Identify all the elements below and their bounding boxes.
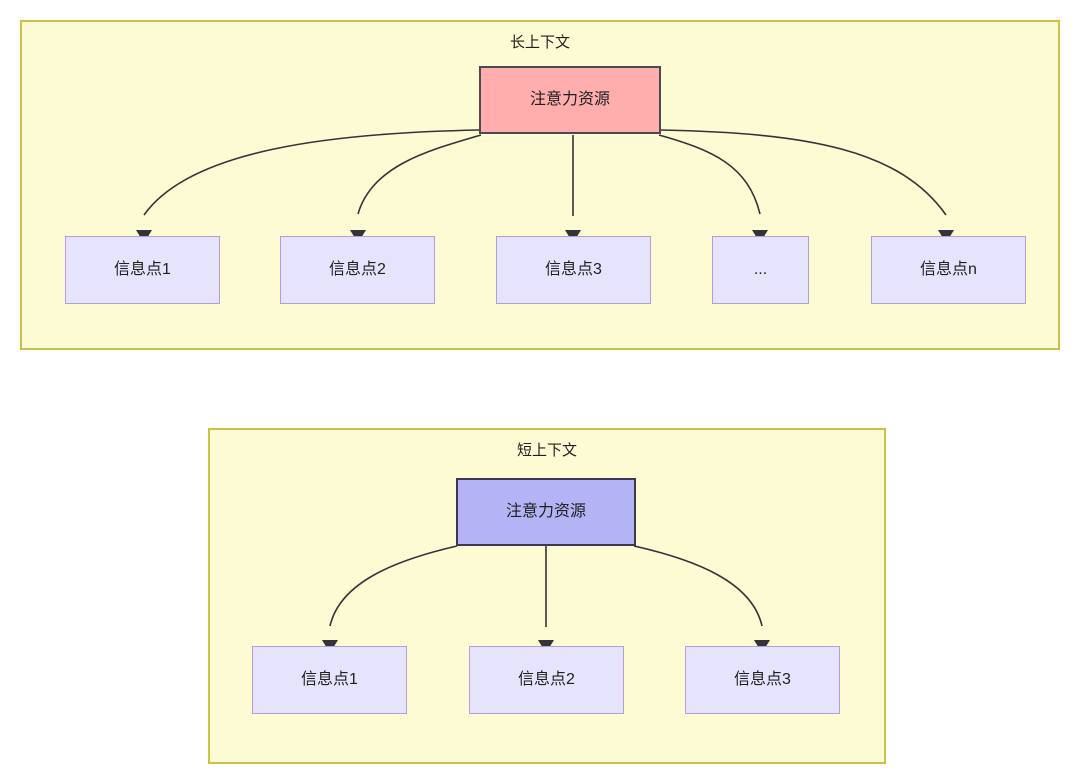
node-long-leaf-1[interactable]: 信息点1: [65, 236, 220, 304]
node-short-leaf-1[interactable]: 信息点1: [252, 646, 407, 714]
group-short-context-title: 短上下文: [516, 442, 577, 459]
node-short-root[interactable]: 注意力资源: [456, 478, 636, 546]
node-short-leaf-3[interactable]: 信息点3: [685, 646, 840, 714]
node-long-leaf-n[interactable]: 信息点n: [871, 236, 1026, 304]
node-long-leaf-ellipsis[interactable]: ...: [712, 236, 809, 304]
group-long-context-title: 长上下文: [509, 34, 570, 51]
node-long-leaf-2[interactable]: 信息点2: [280, 236, 435, 304]
node-short-leaf-2[interactable]: 信息点2: [469, 646, 624, 714]
node-long-leaf-3[interactable]: 信息点3: [496, 236, 651, 304]
node-long-root[interactable]: 注意力资源: [479, 66, 661, 134]
